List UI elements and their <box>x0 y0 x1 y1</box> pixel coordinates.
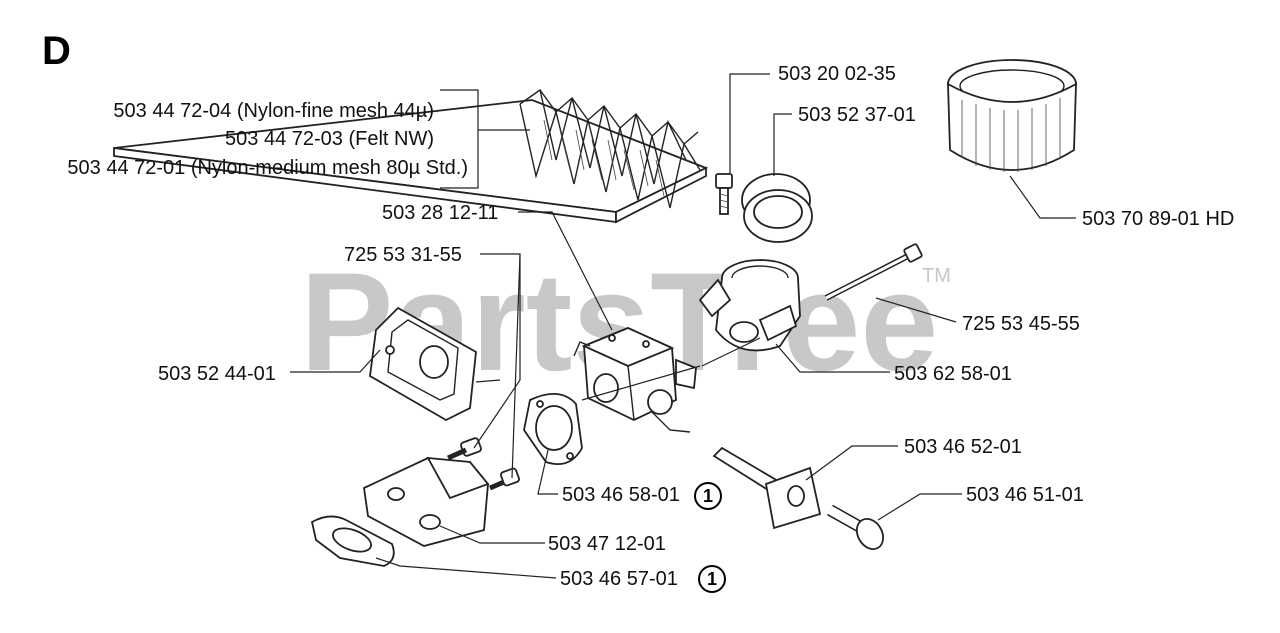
callout-503-52-44-01: 503 52 44-01 <box>158 363 276 385</box>
callout-503-47-12-01: 503 47 12-01 <box>548 533 666 555</box>
callout-503-20-02-35: 503 20 02-35 <box>778 63 896 85</box>
callout-503-62-58-01: 503 62 58-01 <box>894 363 1012 385</box>
intake-ring-part[interactable] <box>741 173 813 243</box>
watermark-trademark: TM <box>922 265 951 287</box>
callout-503-44-72-01: 503 44 72-01 (Nylon-medium mesh 80µ Std.… <box>67 157 468 179</box>
badge-note-1-a: 1 <box>694 482 722 510</box>
callout-725-53-45-55: 725 53 45-55 <box>962 313 1080 335</box>
leader-lines <box>290 73 1076 579</box>
svg-text:1: 1 <box>707 569 717 589</box>
carburetor-part[interactable] <box>573 327 697 433</box>
air-filter-part[interactable] <box>113 89 709 224</box>
long-bolt-part[interactable] <box>824 243 923 301</box>
callout-503-52-37-01: 503 52 37-01 <box>798 104 916 126</box>
callout-503-46-58-01: 503 46 58-01 <box>562 484 680 506</box>
bracket-part[interactable] <box>363 456 490 547</box>
badge-note-1-b: 1 <box>698 565 726 593</box>
callout-503-44-72-04: 503 44 72-04 (Nylon-fine mesh 44µ) <box>113 100 434 122</box>
callout-725-53-31-55: 725 53 31-55 <box>344 244 462 266</box>
valve-shaft-part[interactable] <box>712 446 822 530</box>
callout-503-46-57-01: 503 46 57-01 <box>560 568 678 590</box>
callout-503-44-72-03: 503 44 72-03 (Felt NW) <box>225 128 434 150</box>
callout-503-28-12-11: 503 28 12-11 <box>382 202 498 224</box>
callout-503-46-51-01: 503 46 51-01 <box>966 484 1084 506</box>
bracket-gasket-part[interactable] <box>310 515 395 567</box>
intake-flange-part[interactable] <box>698 259 801 352</box>
hd-air-filter-part[interactable] <box>947 59 1077 172</box>
callout-503-70-89-01-hd: 503 70 89-01 HD <box>1082 208 1234 230</box>
valve-bolt-part[interactable] <box>827 504 888 554</box>
filter-holder-part[interactable] <box>369 306 477 422</box>
section-letter: D <box>42 29 71 73</box>
screw-part[interactable] <box>715 173 733 215</box>
svg-text:1: 1 <box>703 486 713 506</box>
carburetor-gasket-part[interactable] <box>523 393 583 466</box>
holder-screws-part[interactable] <box>446 437 520 491</box>
callout-503-46-52-01: 503 46 52-01 <box>904 436 1022 458</box>
